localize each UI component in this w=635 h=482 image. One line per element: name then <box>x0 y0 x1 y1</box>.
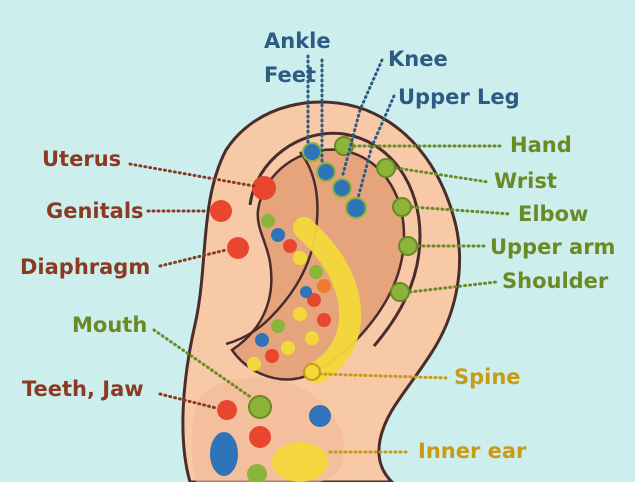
lobe-blue-zone <box>210 432 238 476</box>
upper-arm-point <box>398 236 418 256</box>
label-feet: Feet <box>264 63 316 87</box>
teeth-jaw-leader <box>158 392 218 410</box>
label-knee: Knee <box>388 47 448 71</box>
concha-point <box>307 293 321 307</box>
lobe-red-point <box>249 426 271 448</box>
label-wrist: Wrist <box>494 169 557 193</box>
label-upper-arm: Upper arm <box>490 235 615 259</box>
label-shoulder: Shoulder <box>502 269 609 293</box>
wrist-point <box>376 158 396 178</box>
concha-point <box>293 251 307 265</box>
inner-ear-point <box>309 405 331 427</box>
knee-leader <box>340 58 384 180</box>
lobe-green-point <box>247 464 267 482</box>
uterus-point <box>252 176 276 200</box>
ear-antihelix <box>225 151 319 346</box>
diaphragm-leader <box>158 248 228 268</box>
concha-point <box>281 341 295 355</box>
diaphragm-point <box>227 237 249 259</box>
elbow-point <box>392 197 412 217</box>
teeth-jaw-point <box>217 400 237 420</box>
feet-point <box>316 162 336 182</box>
uterus-leader <box>128 162 256 188</box>
concha-point <box>317 279 331 293</box>
label-inner-ear: Inner ear <box>418 439 527 463</box>
inner-ear-zone <box>272 442 328 482</box>
label-ankle: Ankle <box>264 29 331 53</box>
genitals-point <box>210 200 232 222</box>
concha-point <box>305 331 319 345</box>
label-uterus: Uterus <box>42 147 121 171</box>
concha-point <box>271 319 285 333</box>
shoulder-leader <box>408 280 498 294</box>
label-elbow: Elbow <box>518 202 588 226</box>
mouth-leader <box>152 328 254 400</box>
concha-point <box>271 228 285 242</box>
spine-leader <box>318 372 450 380</box>
knee-point <box>332 178 352 198</box>
labels: Ankle Feet Knee Upper Leg Hand Wrist Elb… <box>20 29 615 463</box>
leader-lines <box>128 54 512 454</box>
label-mouth: Mouth <box>72 313 147 337</box>
shoulder-point <box>390 282 410 302</box>
label-hand: Hand <box>510 133 572 157</box>
elbow-leader <box>410 205 512 216</box>
concha-point <box>265 349 279 363</box>
upper-leg-leader <box>356 94 396 200</box>
label-spine: Spine <box>454 365 521 389</box>
concha-point <box>300 286 312 298</box>
concha-point <box>309 265 323 279</box>
concha-point <box>293 307 307 321</box>
spine-zone <box>293 217 362 383</box>
ankle-point <box>302 142 322 162</box>
upper-leg-point <box>345 197 367 219</box>
label-diaphragm: Diaphragm <box>20 255 150 279</box>
concha-point <box>247 357 261 371</box>
spine-point <box>303 363 321 381</box>
concha-point <box>255 333 269 347</box>
concha-point <box>317 313 331 327</box>
concha-point <box>261 214 275 228</box>
concha-point <box>283 239 297 253</box>
label-genitals: Genitals <box>46 199 144 223</box>
label-teeth-jaw: Teeth, Jaw <box>22 377 144 401</box>
mouth-point <box>248 395 272 419</box>
label-upper-leg: Upper Leg <box>398 85 520 109</box>
acupressure-points <box>210 136 418 482</box>
wrist-leader <box>394 166 490 184</box>
